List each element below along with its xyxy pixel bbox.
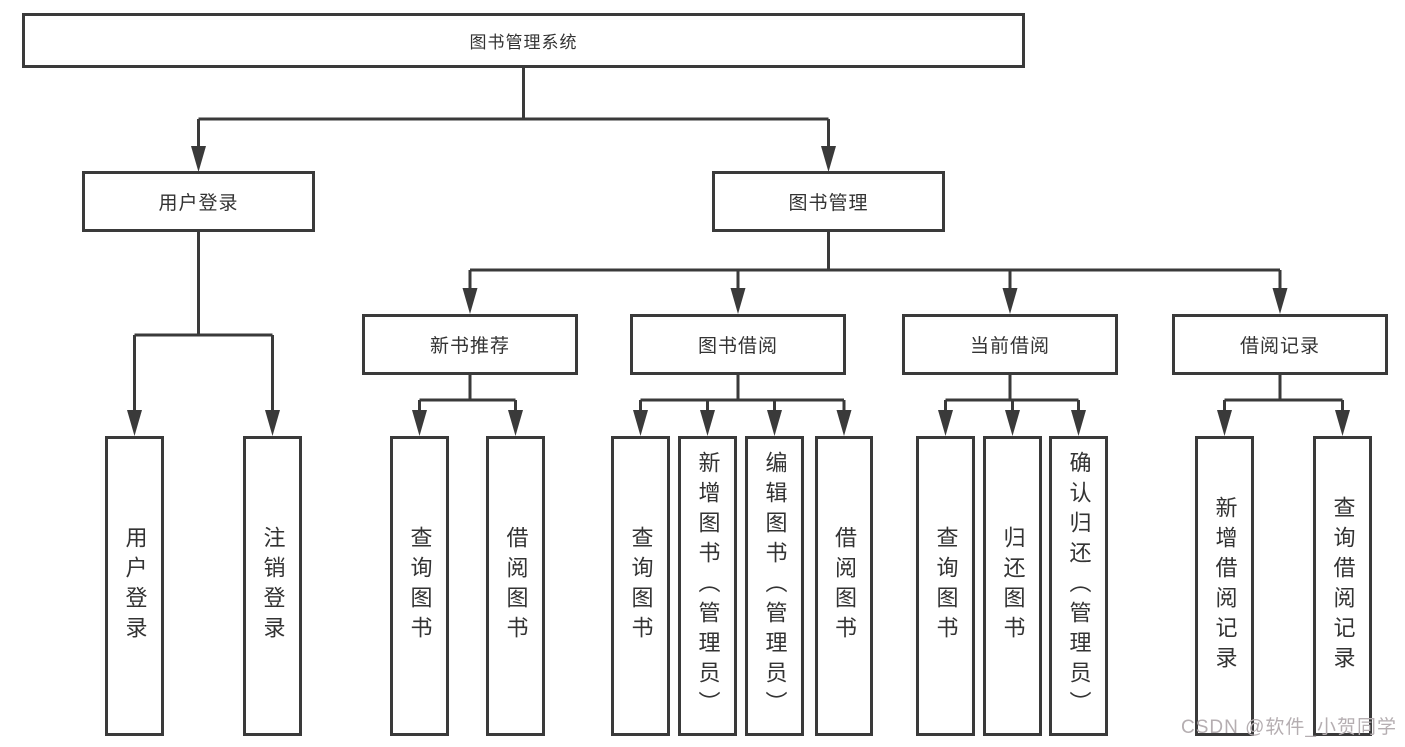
node-book-management: 图书管理 xyxy=(712,171,945,232)
node-root-system: 图书管理系统 xyxy=(22,13,1025,68)
leaf-return-books: 归还图书 xyxy=(983,436,1042,736)
leaf-label: 借阅图书 xyxy=(503,526,529,646)
leaf-add-borrow-record: 新增借阅记录 xyxy=(1195,436,1254,736)
csdn-watermark: CSDN @软件_小贺同学 xyxy=(1181,717,1397,738)
leaf-edit-book-admin: 编辑图书（管理员） xyxy=(745,436,804,736)
arrowhead-icons xyxy=(127,146,1350,436)
leaf-add-book-admin: 新增图书（管理员） xyxy=(678,436,737,736)
leaf-user-login: 用户登录 xyxy=(105,436,164,736)
node-current-borrow: 当前借阅 xyxy=(902,314,1118,375)
leaf-label: 查询图书 xyxy=(628,526,654,646)
leaf-confirm-return-admin: 确认归还（管理员） xyxy=(1049,436,1108,736)
leaf-borrow-books-borrow: 借阅图书 xyxy=(815,436,873,736)
node-book-borrow: 图书借阅 xyxy=(630,314,846,375)
leaf-label: 编辑图书（管理员） xyxy=(762,451,788,721)
leaf-label: 新增图书（管理员） xyxy=(695,451,721,721)
leaf-label: 归还图书 xyxy=(1000,526,1026,646)
leaf-label: 新增借阅记录 xyxy=(1212,496,1238,676)
leaf-query-books-borrow: 查询图书 xyxy=(611,436,670,736)
leaf-query-books-current: 查询图书 xyxy=(916,436,975,736)
leaf-borrow-books-recommend: 借阅图书 xyxy=(486,436,545,736)
leaf-query-borrow-record: 查询借阅记录 xyxy=(1313,436,1372,736)
leaf-label: 借阅图书 xyxy=(832,526,857,646)
leaf-label: 注销登录 xyxy=(260,526,286,646)
leaf-query-books-recommend: 查询图书 xyxy=(390,436,449,736)
leaf-label: 确认归还（管理员） xyxy=(1066,451,1092,721)
leaf-logout: 注销登录 xyxy=(243,436,302,736)
leaf-label: 查询图书 xyxy=(933,526,959,646)
node-user-login: 用户登录 xyxy=(82,171,315,232)
leaf-label: 查询借阅记录 xyxy=(1330,496,1356,676)
node-borrow-records: 借阅记录 xyxy=(1172,314,1388,375)
node-new-book-recommend: 新书推荐 xyxy=(362,314,578,375)
leaf-label: 用户登录 xyxy=(122,526,148,646)
leaf-label: 查询图书 xyxy=(407,526,433,646)
